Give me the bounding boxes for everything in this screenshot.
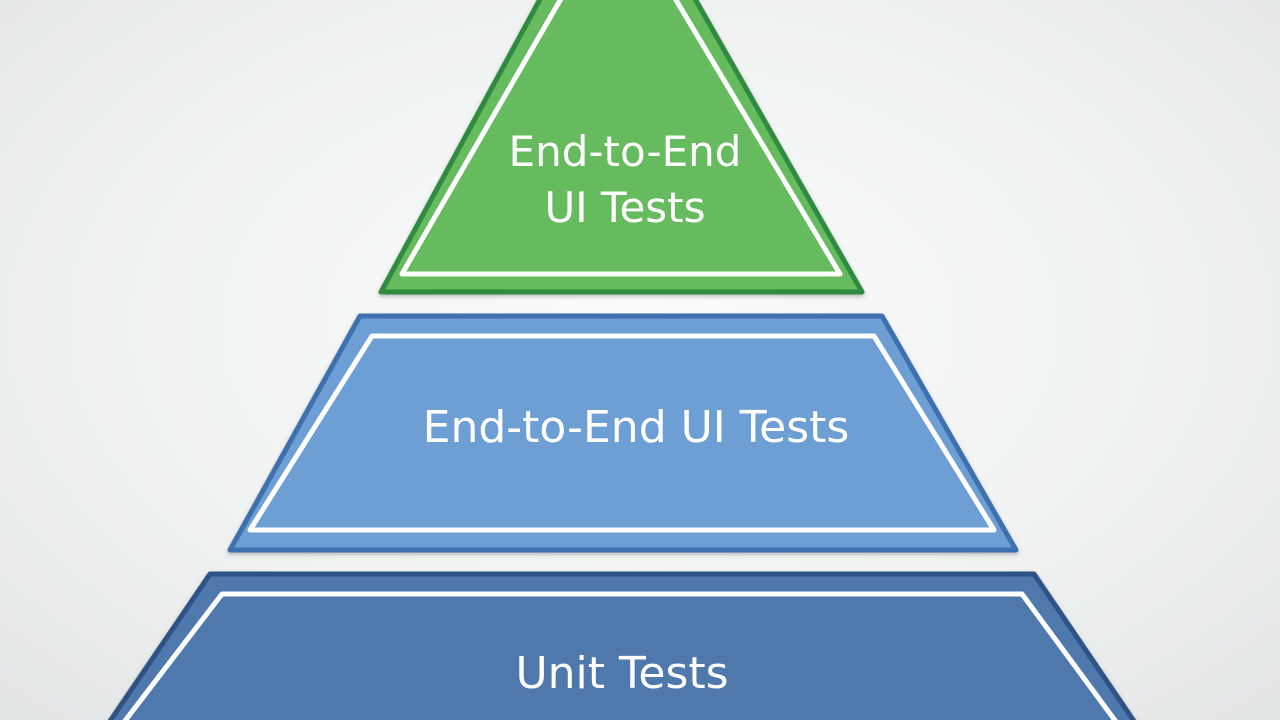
pyramid-tier-bottom: Unit Tests xyxy=(107,571,1137,720)
tier-top-label-line-1: End-to-End xyxy=(509,127,742,176)
pyramid-tier-top: End-to-End UI Tests xyxy=(378,0,865,295)
tier-bottom-shape xyxy=(107,571,1137,720)
tier-bottom-label: Unit Tests xyxy=(515,648,728,699)
tier-middle-inner-outline xyxy=(247,333,997,533)
tier-top-inner-outline xyxy=(399,0,843,277)
tier-top-label-line-2: UI Tests xyxy=(544,183,705,232)
pyramid-tier-middle: End-to-End UI Tests xyxy=(227,313,1019,553)
tier-top-shape xyxy=(378,0,865,295)
tier-middle-shape xyxy=(227,313,1019,553)
tier-bottom-inner-outline xyxy=(122,591,1118,720)
tier-middle-label: End-to-End UI Tests xyxy=(423,402,850,453)
